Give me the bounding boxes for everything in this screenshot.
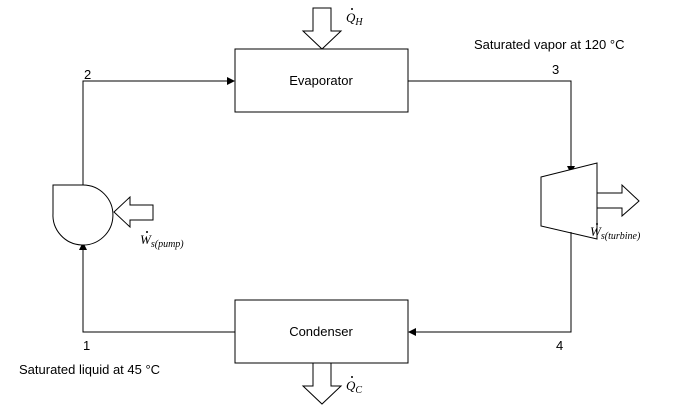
pump-shape: [52, 184, 114, 246]
state-2-label: 2: [84, 67, 91, 82]
svg-text:QH: QH: [346, 10, 363, 28]
evaporator-label: Evaporator: [289, 73, 353, 88]
state-4-label: 4: [556, 338, 563, 353]
saturated-liquid-annotation: Saturated liquid at 45 °C: [19, 362, 160, 377]
state-1-label: 1: [83, 338, 90, 353]
svg-text:QC: QC: [346, 378, 362, 396]
evaporator-box: [234, 48, 409, 113]
flow-line-pump-to-evaporator: [82, 80, 227, 185]
pump-work-arrow: [113, 195, 154, 229]
flow-line-condenser-to-pump: [82, 250, 235, 333]
flow-arrowhead-pump-inlet: [79, 242, 87, 250]
q-h-label: QH: [346, 8, 363, 28]
flow-line-turbine-to-condenser: [416, 232, 572, 333]
flow-arrowhead-evaporator-inlet: [227, 77, 235, 85]
flow-line-evaporator-to-turbine: [408, 80, 572, 166]
w-pump-label: Ws(pump): [140, 231, 184, 250]
turbine-shape: [540, 162, 598, 240]
condenser-box: [234, 299, 409, 364]
heat-out-arrow: [301, 362, 343, 405]
state-3-label: 3: [552, 62, 559, 77]
heat-in-arrow: [301, 7, 343, 50]
svg-text:Ws(pump): Ws(pump): [140, 232, 184, 250]
flow-arrowhead-condenser-inlet: [408, 328, 416, 336]
q-c-label: QC: [346, 376, 362, 396]
saturated-vapor-annotation: Saturated vapor at 120 °C: [474, 37, 624, 52]
turbine-work-arrow: [596, 183, 640, 218]
svg-text:Ws(turbine): Ws(turbine): [590, 224, 641, 242]
w-turbine-label: Ws(turbine): [590, 223, 641, 242]
condenser-label: Condenser: [289, 324, 353, 339]
